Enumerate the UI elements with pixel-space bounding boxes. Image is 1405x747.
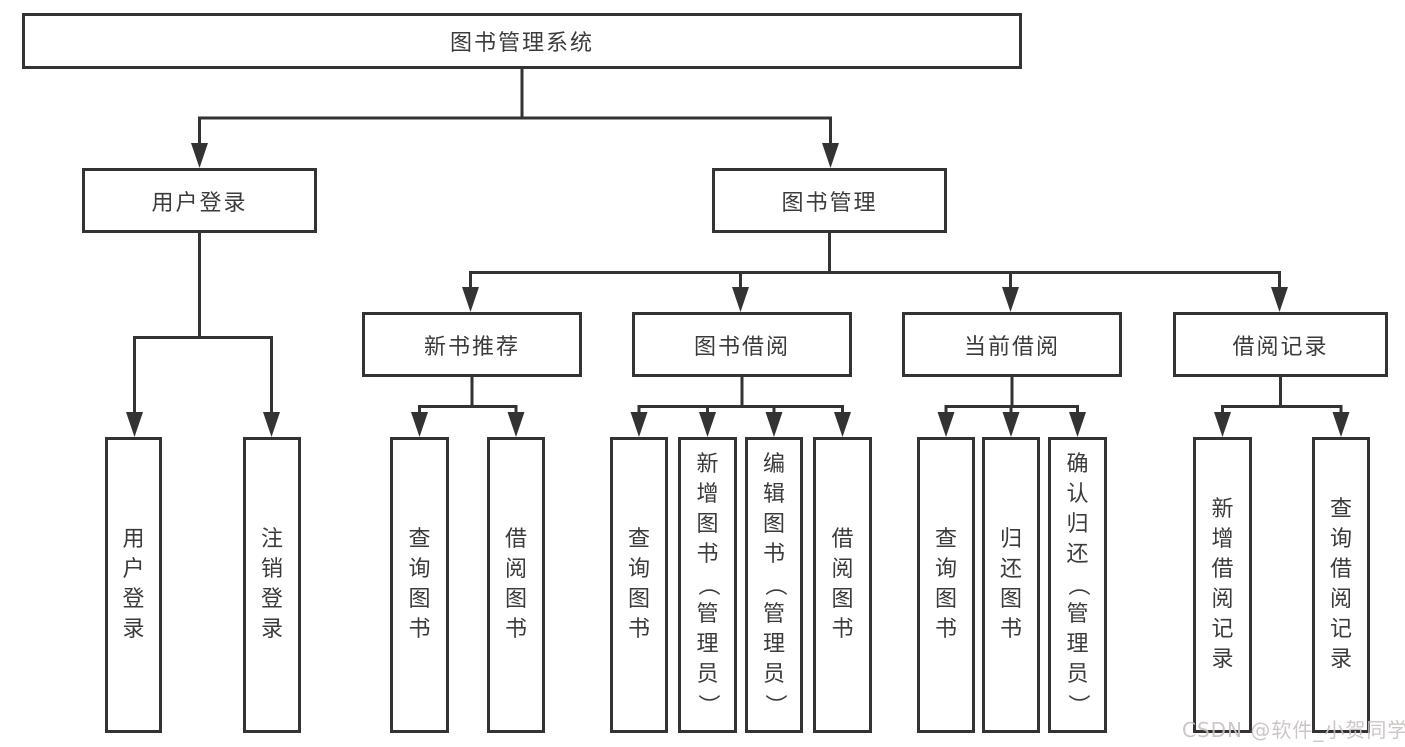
connector-newbook-to-leaves xyxy=(418,377,518,415)
node-query-books-borrow: 查询图书 xyxy=(610,437,668,733)
csdn-watermark: CSDN @软件_小贺同学 xyxy=(1182,718,1405,742)
node-add-borrow-record: 新增借阅记录 xyxy=(1193,437,1252,733)
connector-borrow-to-leaves xyxy=(637,377,844,415)
node-root-library-system: 图书管理系统 xyxy=(22,13,1022,69)
node-current-borrow: 当前借阅 xyxy=(902,312,1122,377)
node-borrow-books-newbook: 借阅图书 xyxy=(487,437,545,733)
connector-bookmgmt-to-level3 xyxy=(469,233,1281,290)
node-edit-books-admin: 编辑图书（管理员） xyxy=(745,437,803,733)
node-add-books-admin: 新增图书（管理员） xyxy=(678,437,737,733)
node-book-borrow: 图书借阅 xyxy=(632,312,852,377)
connector-root-to-level2 xyxy=(198,69,832,146)
node-label: 查询图书 xyxy=(627,527,650,642)
node-label: 归还图书 xyxy=(999,527,1022,642)
node-borrow-records: 借阅记录 xyxy=(1173,312,1388,377)
node-label: 借阅记录 xyxy=(1232,334,1329,360)
node-label: 查询图书 xyxy=(408,527,431,642)
node-label: 新书推荐 xyxy=(423,334,520,360)
connector-current-to-leaves xyxy=(944,377,1079,415)
node-label: 当前借阅 xyxy=(963,334,1060,360)
node-new-book-recommend: 新书推荐 xyxy=(362,312,582,377)
node-label: 确认归还（管理员） xyxy=(1065,452,1091,717)
node-query-borrow-record: 查询借阅记录 xyxy=(1312,437,1370,733)
node-label: 借阅图书 xyxy=(831,527,854,642)
node-book-management: 图书管理 xyxy=(712,168,947,233)
node-return-books: 归还图书 xyxy=(982,437,1040,733)
node-user-login-leaf: 用户登录 xyxy=(105,437,162,733)
node-borrow-books-borrow: 借阅图书 xyxy=(813,437,872,733)
node-label: 新增图书（管理员） xyxy=(695,452,721,717)
node-label: 查询借阅记录 xyxy=(1329,497,1352,672)
node-label: 注销登录 xyxy=(260,527,283,642)
node-label: 图书借阅 xyxy=(693,334,790,360)
node-label: 新增借阅记录 xyxy=(1211,497,1234,672)
node-label: 查询图书 xyxy=(934,527,957,642)
node-label: 图书管理系统 xyxy=(449,31,594,56)
node-label: 图书管理 xyxy=(781,190,878,216)
node-query-books-newbook: 查询图书 xyxy=(390,437,449,733)
node-label: 用户登录 xyxy=(122,527,145,642)
node-label: 借阅图书 xyxy=(504,527,527,642)
node-user-login: 用户登录 xyxy=(82,168,317,233)
node-logout-leaf: 注销登录 xyxy=(243,437,301,733)
connector-userlogin-to-leaves xyxy=(133,233,273,415)
node-label: 用户登录 xyxy=(151,190,248,216)
arrowhead-icons xyxy=(126,143,1350,437)
node-query-books-current: 查询图书 xyxy=(917,437,975,733)
connector-records-to-leaves xyxy=(1221,377,1343,415)
node-label: 编辑图书（管理员） xyxy=(761,452,787,717)
node-confirm-return-admin: 确认归还（管理员） xyxy=(1048,437,1107,733)
